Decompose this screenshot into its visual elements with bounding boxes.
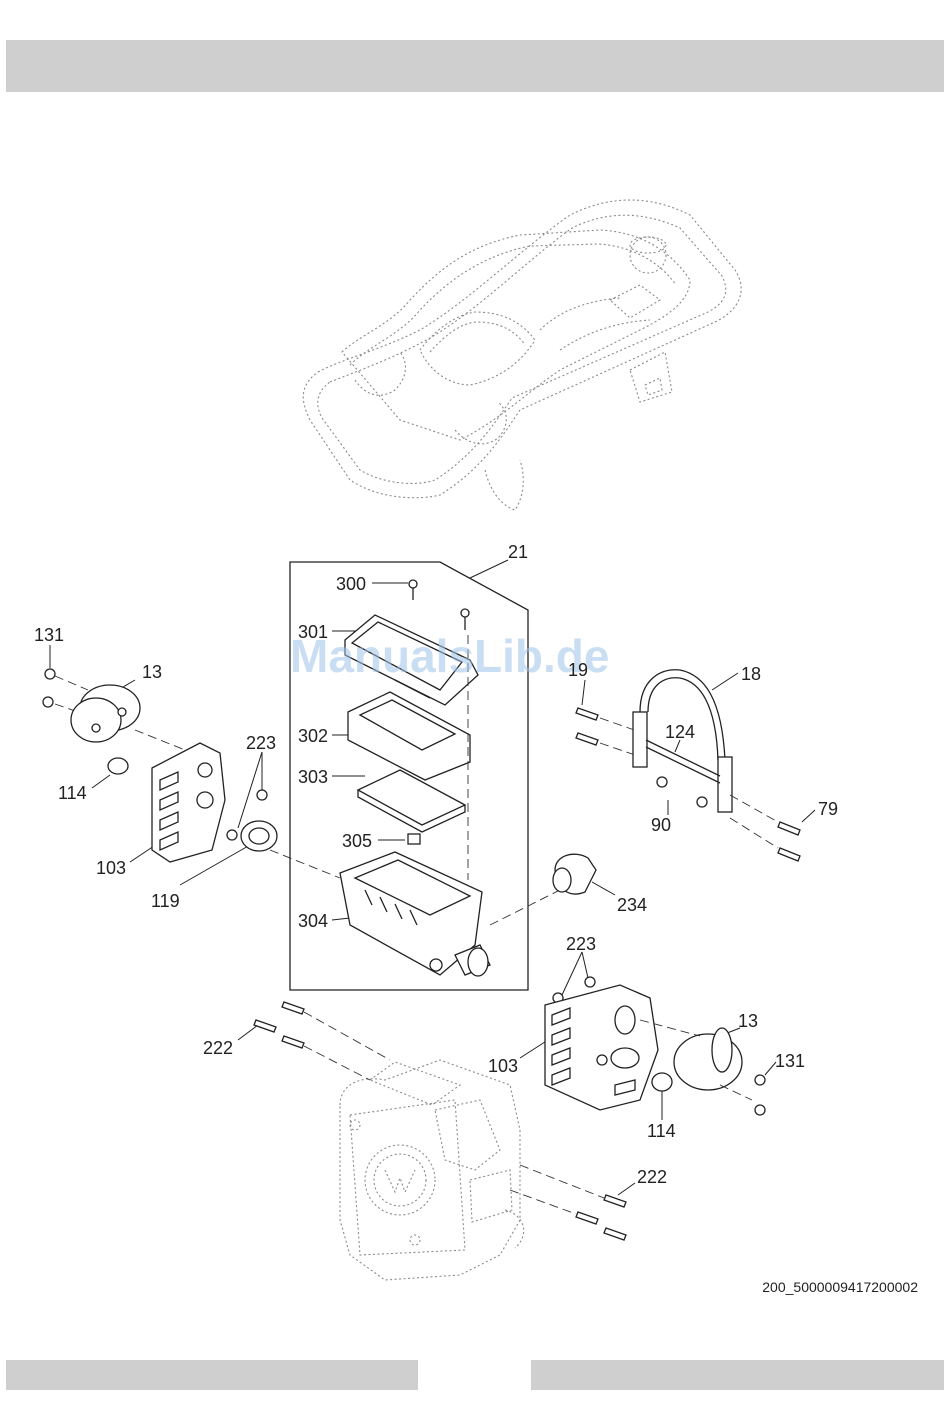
label-90: 90	[651, 815, 671, 835]
part-103-right-bracket	[520, 985, 658, 1110]
watermark-text: ManualsLib.de	[290, 630, 609, 682]
part-19-bolts	[576, 680, 598, 745]
part-304-housing	[332, 852, 490, 976]
label-303: 303	[298, 767, 328, 787]
part-114-right-grommet	[652, 1073, 672, 1120]
part-103-left-bracket	[130, 743, 225, 862]
label-223-left: 223	[246, 733, 276, 753]
drawing-reference-code: 200_5000009417200002	[762, 1279, 918, 1295]
label-131-left: 131	[34, 625, 64, 645]
part-302-filter-frame	[332, 692, 470, 780]
part-303-filter-pad	[332, 770, 465, 832]
part-131-left-bolts	[43, 645, 55, 707]
engine-shroud	[340, 1060, 524, 1280]
label-103-left: 103	[96, 858, 126, 878]
part-222-right-bolts	[576, 1183, 635, 1240]
label-114-right: 114	[647, 1121, 676, 1141]
part-13-left-weight	[71, 680, 140, 742]
guide-handle-frame	[303, 200, 741, 510]
label-131-right: 131	[775, 1051, 805, 1071]
label-300: 300	[336, 574, 366, 594]
part-114-left-grommet	[92, 758, 128, 788]
part-131-right-bolts	[755, 1062, 776, 1115]
part-234-mount	[553, 854, 615, 895]
label-124: 124	[665, 722, 695, 742]
part-222-left-bolts	[238, 1002, 304, 1048]
label-13-right: 13	[738, 1011, 758, 1031]
label-223-right: 223	[566, 934, 596, 954]
label-302: 302	[298, 726, 328, 746]
label-301: 301	[298, 622, 328, 642]
label-305: 305	[342, 831, 372, 851]
label-103-right: 103	[488, 1056, 518, 1076]
label-79: 79	[818, 799, 838, 819]
label-21: 21	[508, 542, 528, 562]
label-19: 19	[568, 660, 588, 680]
label-119: 119	[151, 891, 180, 911]
label-304: 304	[298, 911, 328, 931]
label-18: 18	[741, 664, 761, 684]
label-13-left: 13	[142, 662, 162, 682]
label-222-right: 222	[637, 1167, 667, 1187]
part-305-clip	[378, 834, 420, 844]
part-13-right-weight	[674, 1028, 742, 1090]
label-114-left: 114	[58, 783, 87, 803]
label-222-left: 222	[203, 1038, 233, 1058]
label-234: 234	[617, 895, 647, 915]
part-90-nuts	[657, 777, 707, 815]
part-79-bolts	[778, 810, 815, 861]
